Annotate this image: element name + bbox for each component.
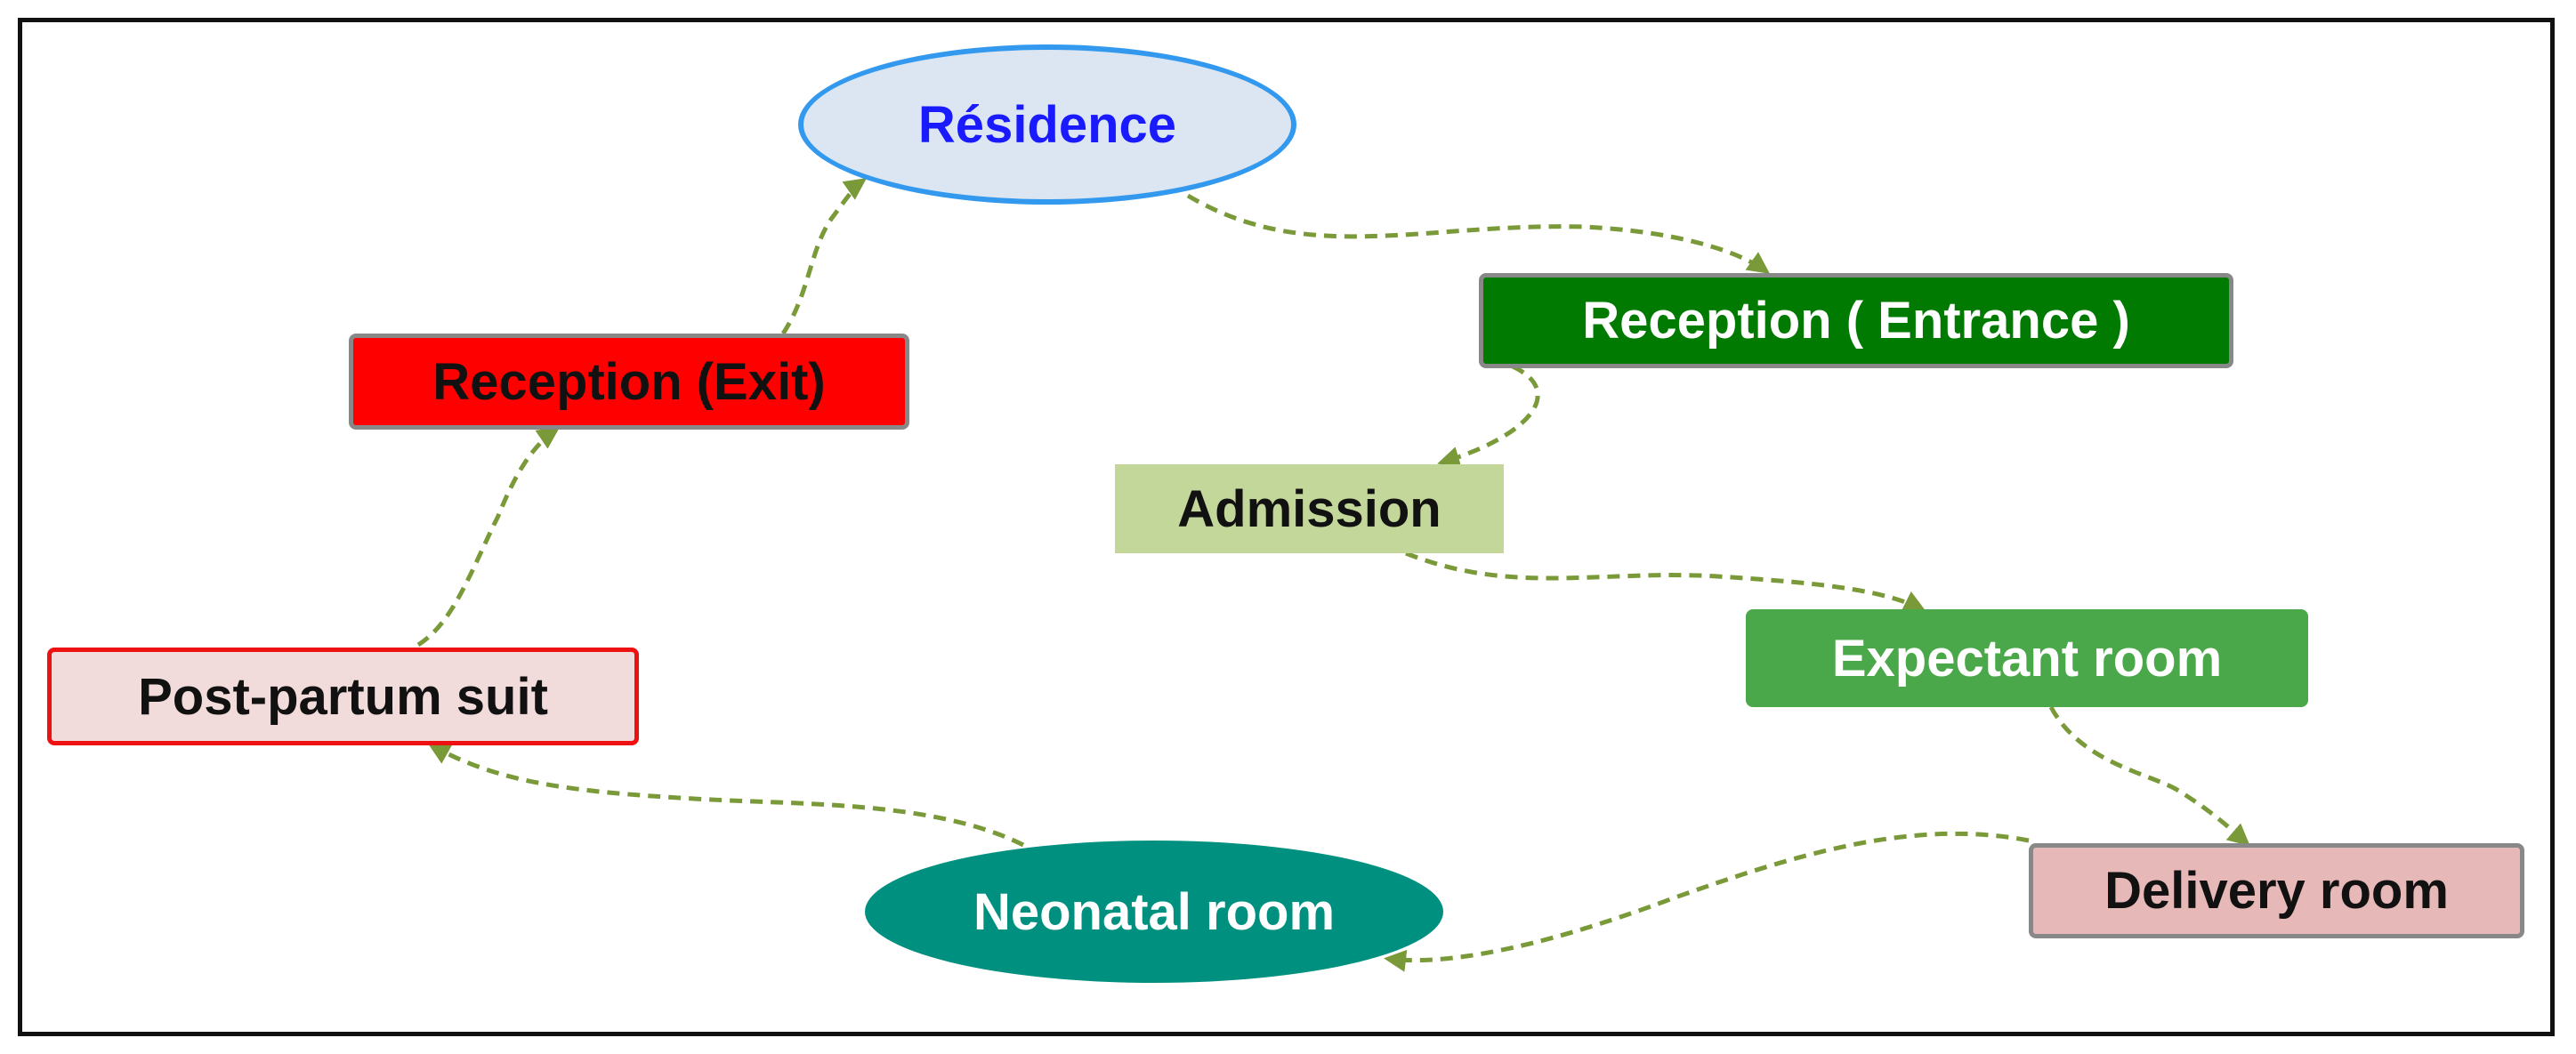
edge-reception-entrance-to-admission <box>1437 364 1540 469</box>
node-reception-exit: Reception (Exit) <box>349 334 909 430</box>
node-neonatal-room-label: Neonatal room <box>973 882 1336 941</box>
edge-post-partum-suit-to-reception-exit <box>416 427 561 648</box>
edge-residence-to-reception-entrance <box>1186 193 1771 274</box>
edge-admission-to-expectant-room <box>1405 551 1926 612</box>
node-admission: Admission <box>1115 464 1504 553</box>
edge-neonatal-room-to-post-partum-suit <box>427 743 1025 848</box>
node-expectant-room: Expectant room <box>1746 609 2308 707</box>
edge-delivery-room-to-neonatal-room <box>1384 831 2030 972</box>
node-admission-label: Admission <box>1177 479 1441 538</box>
node-residence: Résidence <box>798 44 1296 205</box>
edge-expectant-room-to-delivery-room <box>2048 705 2250 847</box>
node-post-partum-suit: Post-partum suit <box>47 648 639 745</box>
node-delivery-room-label: Delivery room <box>2104 862 2449 920</box>
node-post-partum-suit-label: Post-partum suit <box>138 667 548 726</box>
node-neonatal-room: Neonatal room <box>865 841 1443 983</box>
node-expectant-room-label: Expectant room <box>1831 629 2223 688</box>
node-reception-entrance: Reception ( Entrance ) <box>1479 273 2233 368</box>
node-reception-exit-label: Reception (Exit) <box>432 352 826 411</box>
node-reception-entrance-label: Reception ( Entrance ) <box>1582 292 2130 350</box>
node-delivery-room: Delivery room <box>2029 843 2524 938</box>
edge-reception-exit-to-residence <box>780 178 868 335</box>
node-residence-label: Résidence <box>917 95 1177 154</box>
